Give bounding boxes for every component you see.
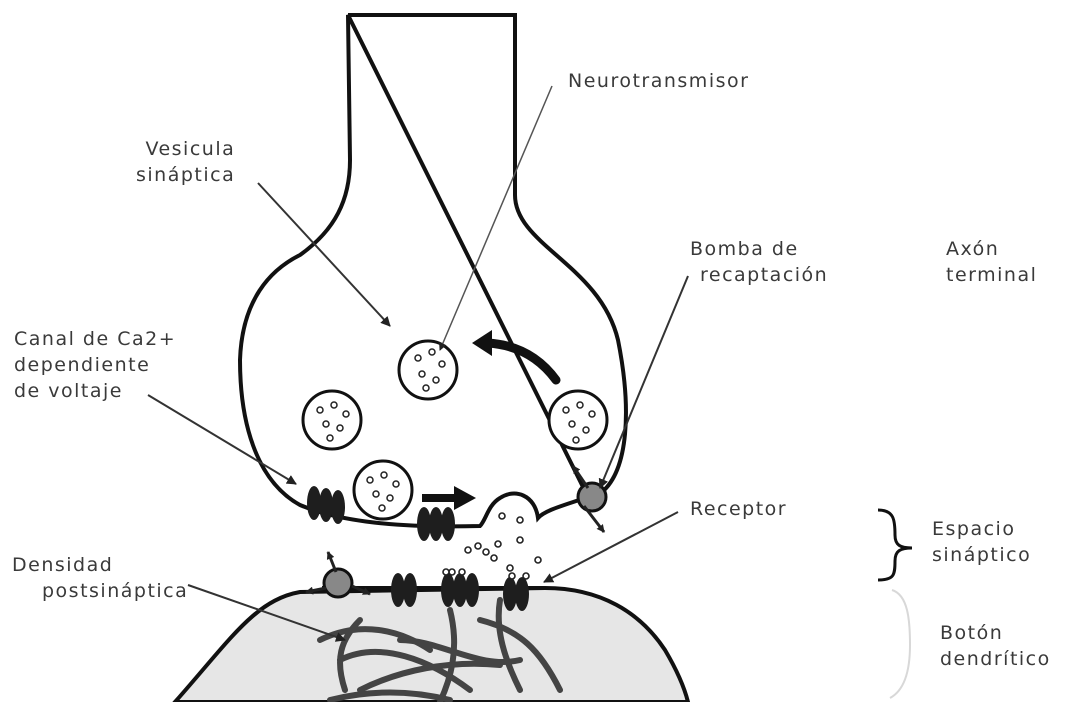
calcium-channel-right bbox=[417, 507, 455, 541]
label-densidad-postsinaptica: Densidad postsináptica bbox=[12, 552, 188, 604]
label-bomba-recaptacion: Bomba de recaptación bbox=[690, 236, 828, 288]
vesicle-top bbox=[399, 341, 457, 399]
release-arrow-shaft bbox=[422, 494, 456, 502]
label-neurotransmisor-line: Neurotransmisor bbox=[568, 68, 749, 94]
label-densidad-line-2: postsináptica bbox=[12, 578, 188, 604]
label-canal-line-2: dependiente bbox=[14, 352, 176, 378]
label-receptor-line: Receptor bbox=[690, 496, 787, 522]
postsynaptic-pump bbox=[324, 569, 352, 597]
label-neurotransmisor: Neurotransmisor bbox=[568, 68, 749, 94]
label-densidad-line-1: Densidad bbox=[12, 552, 188, 578]
synaptic-space-brace bbox=[878, 510, 912, 580]
label-canal-calcio: Canal de Ca2+ dependiente de voltaje bbox=[14, 326, 176, 404]
label-bomba-line-2: recaptación bbox=[690, 262, 828, 288]
vesicle-right bbox=[549, 391, 607, 449]
pointer-receptor bbox=[544, 512, 678, 582]
vesicle-left bbox=[303, 391, 361, 449]
label-espacio-sinaptico: Espacio sináptico bbox=[932, 516, 1031, 568]
label-axon-terminal: Axón terminal bbox=[946, 236, 1037, 288]
reuptake-pump bbox=[578, 483, 606, 511]
vesicle-bottom bbox=[354, 461, 412, 519]
label-vesicula-line-2: sináptica bbox=[122, 162, 235, 188]
label-receptor: Receptor bbox=[690, 496, 787, 522]
label-espacio-line-1: Espacio bbox=[932, 516, 1031, 542]
label-canal-line-1: Canal de Ca2+ bbox=[14, 326, 176, 352]
label-boton-line-2: dendrítico bbox=[940, 646, 1051, 672]
label-boton-line-1: Botón bbox=[940, 620, 1051, 646]
label-vesicula-line-1: Vesicula bbox=[122, 136, 235, 162]
dendritic-bracket bbox=[890, 590, 910, 698]
label-bomba-line-1: Bomba de bbox=[690, 236, 828, 262]
label-boton-dendritico: Botón dendrítico bbox=[940, 620, 1051, 672]
label-axon-line-1: Axón bbox=[946, 236, 1037, 262]
calcium-channel-left bbox=[307, 486, 345, 524]
label-espacio-line-2: sináptico bbox=[932, 542, 1031, 568]
label-vesicula-sinaptica: Vesicula sináptica bbox=[122, 136, 235, 188]
postsynaptic-receptor-2 bbox=[441, 573, 479, 607]
label-axon-line-2: terminal bbox=[946, 262, 1037, 288]
label-canal-line-3: de voltaje bbox=[14, 378, 176, 404]
